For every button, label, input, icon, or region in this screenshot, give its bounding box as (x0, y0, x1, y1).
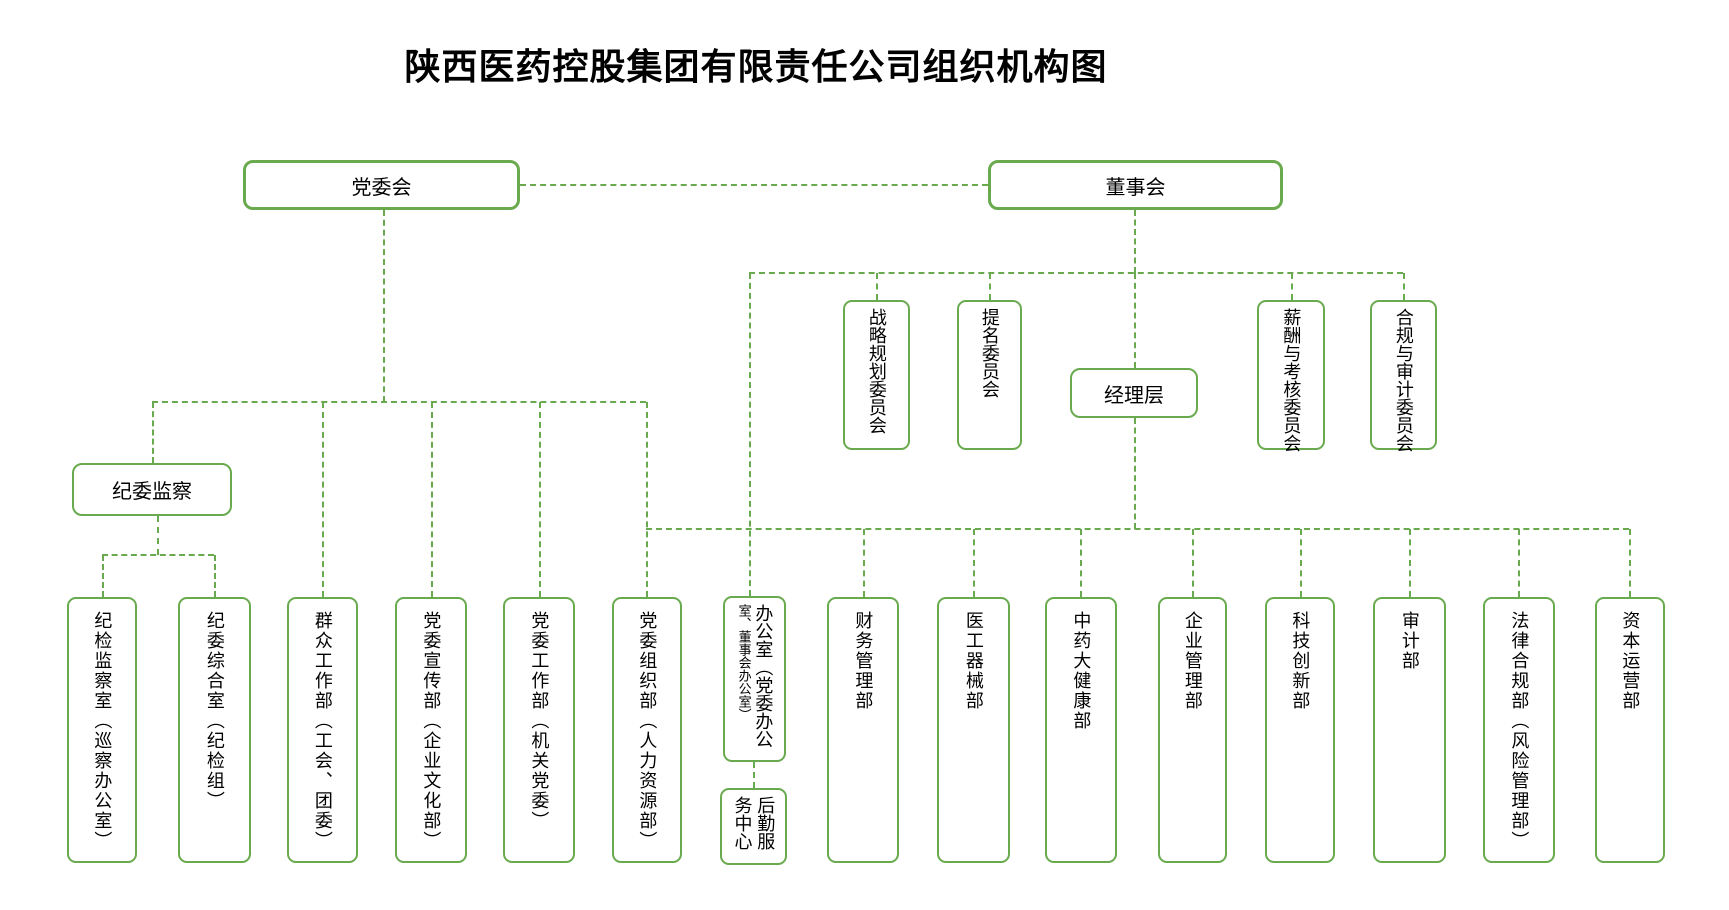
connector-line-v (1403, 273, 1405, 300)
party-committee-label: 党委会 (351, 176, 412, 199)
org-box-label: 纪检监察室（巡察办公室） (92, 611, 113, 851)
management-department-box[interactable]: 中药大健康部 (1045, 597, 1117, 863)
committee-box[interactable]: 薪酬与考核委员会 (1257, 300, 1325, 452)
discipline-supervision-label: 纪委监察 (112, 481, 192, 503)
management-box[interactable]: 经理层 (1070, 368, 1198, 418)
logistics-center-box[interactable]: 后勤服务中心 (720, 788, 787, 865)
management-department-box[interactable]: 企业管理部 (1158, 597, 1227, 863)
connector-line-v (539, 402, 541, 597)
org-box-label: 医工器械部 (963, 611, 984, 711)
org-box-label: 办公室（党委办公 (753, 604, 774, 748)
org-box-label: 中药大健康部 (1071, 611, 1092, 731)
management-department-box[interactable]: 科技创新部 (1265, 597, 1335, 863)
connector-line-v (1134, 273, 1136, 368)
chart-title: 陕西医药控股集团有限责任公司组织机构图 (404, 46, 1108, 87)
connector-line-v (214, 555, 216, 597)
connector-line-v (646, 402, 648, 597)
connector-line-v (431, 402, 433, 597)
org-box-label: 党委组织部（人力资源部） (637, 611, 658, 851)
org-box-label: 党委工作部（机关党委） (529, 611, 550, 831)
party-department-box[interactable]: 党委组织部（人力资源部） (612, 597, 682, 863)
management-department-box[interactable]: 资本运营部 (1595, 597, 1665, 863)
org-box-label: 党委宣传部（企业文化部） (421, 611, 442, 851)
org-box-label: 后勤服 (755, 796, 776, 850)
org-box-label: 群众工作部（工会、团委） (312, 611, 333, 851)
connector-line-v (749, 273, 751, 596)
org-box-label: 室、董事会办公室） (736, 604, 752, 721)
connector-line-v (1409, 529, 1411, 597)
committee-box[interactable]: 提名委员会 (957, 300, 1022, 450)
management-department-box[interactable]: 财务管理部 (827, 597, 899, 863)
connector-line-h (749, 272, 1403, 274)
management-department-box[interactable]: 医工器械部 (937, 597, 1010, 863)
connector-line-v (1300, 529, 1302, 597)
connector-line-h (152, 401, 646, 403)
party-department-box[interactable]: 党委宣传部（企业文化部） (395, 597, 467, 863)
connector-line-v (383, 210, 385, 402)
connector-line-v (1192, 529, 1194, 597)
connector-line-v (157, 516, 159, 555)
discipline-office-box[interactable]: 纪检监察室（巡察办公室） (67, 597, 137, 863)
connector-line-h (520, 184, 988, 186)
management-department-box[interactable]: 审计部 (1373, 597, 1446, 863)
org-box-label: 资本运营部 (1620, 611, 1641, 711)
org-box-label: 科技创新部 (1290, 611, 1311, 711)
office-box[interactable]: 办公室（党委办公室、董事会办公室） (723, 596, 786, 762)
org-box-label: 务中心 (732, 796, 753, 850)
connector-line-v (1080, 529, 1082, 597)
connector-line-v (152, 402, 154, 463)
connector-line-v (1518, 529, 1520, 597)
connector-line-v (753, 762, 755, 788)
board-label: 董事会 (1105, 176, 1166, 199)
connector-line-v (102, 555, 104, 597)
connector-line-v (989, 273, 991, 300)
party-committee-box[interactable]: 党委会 (243, 160, 520, 210)
connector-line-v (1134, 418, 1136, 529)
connector-line-v (1134, 210, 1136, 273)
org-box-label: 企业管理部 (1182, 611, 1203, 711)
connector-line-h (102, 554, 214, 556)
org-box-label: 财务管理部 (853, 611, 874, 711)
connector-line-v (973, 529, 975, 597)
org-box-label: 纪委综合室（纪检组） (204, 611, 225, 811)
committee-box[interactable]: 战略规划委员会 (843, 300, 910, 450)
discipline-supervision-box[interactable]: 纪委监察 (72, 463, 232, 516)
connector-line-v (322, 402, 324, 597)
board-box[interactable]: 董事会 (988, 160, 1283, 210)
party-department-box[interactable]: 群众工作部（工会、团委） (287, 597, 358, 863)
management-label: 经理层 (1104, 384, 1164, 407)
connector-line-v (876, 273, 878, 300)
discipline-office-box[interactable]: 纪委综合室（纪检组） (178, 597, 251, 863)
management-department-box[interactable]: 法律合规部（风险管理部） (1483, 597, 1555, 863)
org-box-label: 战略规划委员会 (866, 308, 887, 434)
connector-line-v (863, 529, 865, 597)
connector-line-h (646, 528, 1629, 530)
connector-line-v (1629, 529, 1631, 597)
org-box-label: 合规与审计委员会 (1393, 308, 1414, 452)
connector-line-v (1291, 273, 1293, 300)
org-box-label: 薪酬与考核委员会 (1281, 308, 1302, 452)
org-box-label: 法律合规部（风险管理部） (1509, 611, 1530, 851)
org-box-label: 提名委员会 (979, 308, 1000, 398)
org-box-label: 审计部 (1399, 611, 1420, 671)
party-department-box[interactable]: 党委工作部（机关党委） (503, 597, 575, 863)
committee-box[interactable]: 合规与审计委员会 (1370, 300, 1437, 452)
